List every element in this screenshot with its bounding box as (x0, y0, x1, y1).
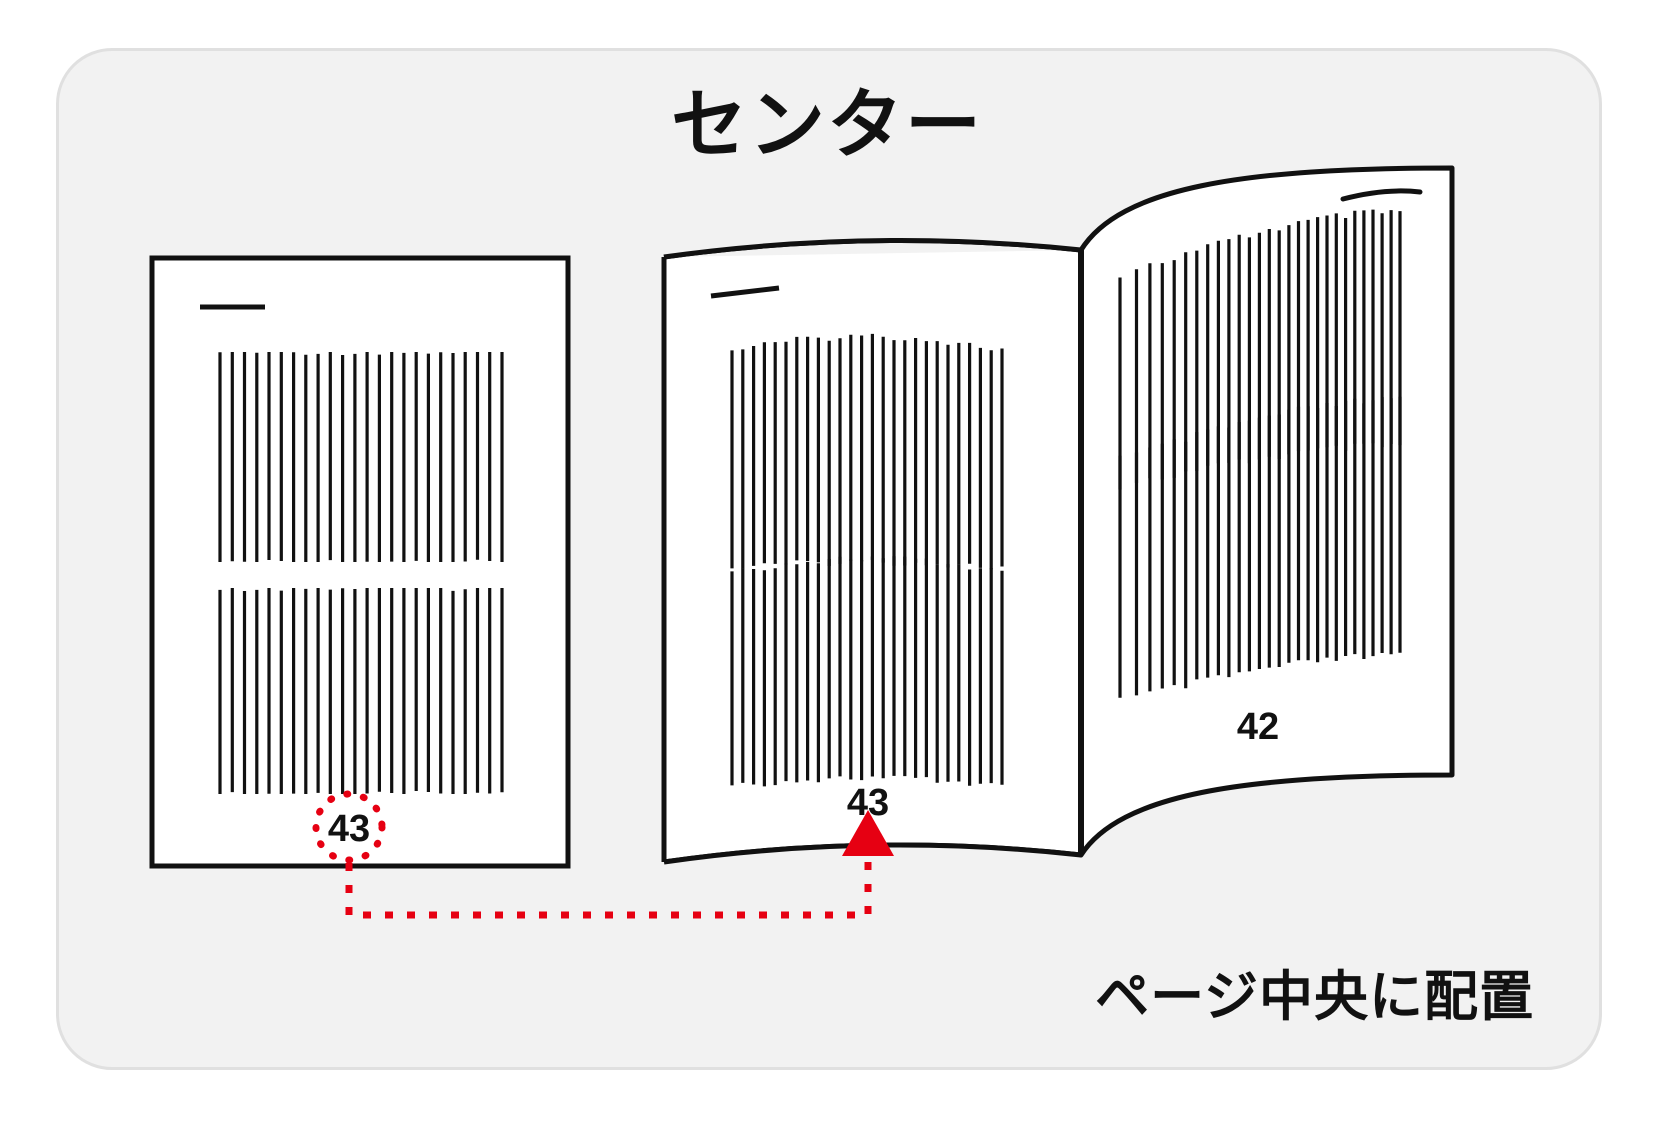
caption-label: ページ中央に配置 (1095, 967, 1534, 1027)
flat-page: 43 (149, 255, 571, 869)
book-right-page-title-rule (1340, 188, 1423, 202)
book-right-page-number: 42 (1237, 706, 1279, 748)
flat-page-number-highlight-circle (312, 790, 386, 864)
connector-arrowhead-icon (842, 810, 894, 856)
book-left-page-top-edge-restroke (663, 238, 1082, 260)
open-book: 43 42 (661, 165, 1455, 900)
flat-page-text-block-1 (218, 352, 504, 562)
book-left-page-text-block-1 (730, 333, 1004, 570)
book-left-page-text-block-2 (730, 556, 1004, 787)
page-title: センター (671, 83, 983, 168)
connector-dotted-path (345, 853, 872, 919)
book-left-bottom-trim (664, 845, 1081, 900)
connector (345, 810, 894, 919)
book-left-page-title-rule (710, 285, 780, 299)
book-right-page-text-block-2 (1118, 396, 1402, 698)
flat-page-text-block-2 (218, 588, 504, 794)
flat-page-sheet (149, 255, 571, 869)
flat-page-number: 43 (328, 808, 370, 850)
